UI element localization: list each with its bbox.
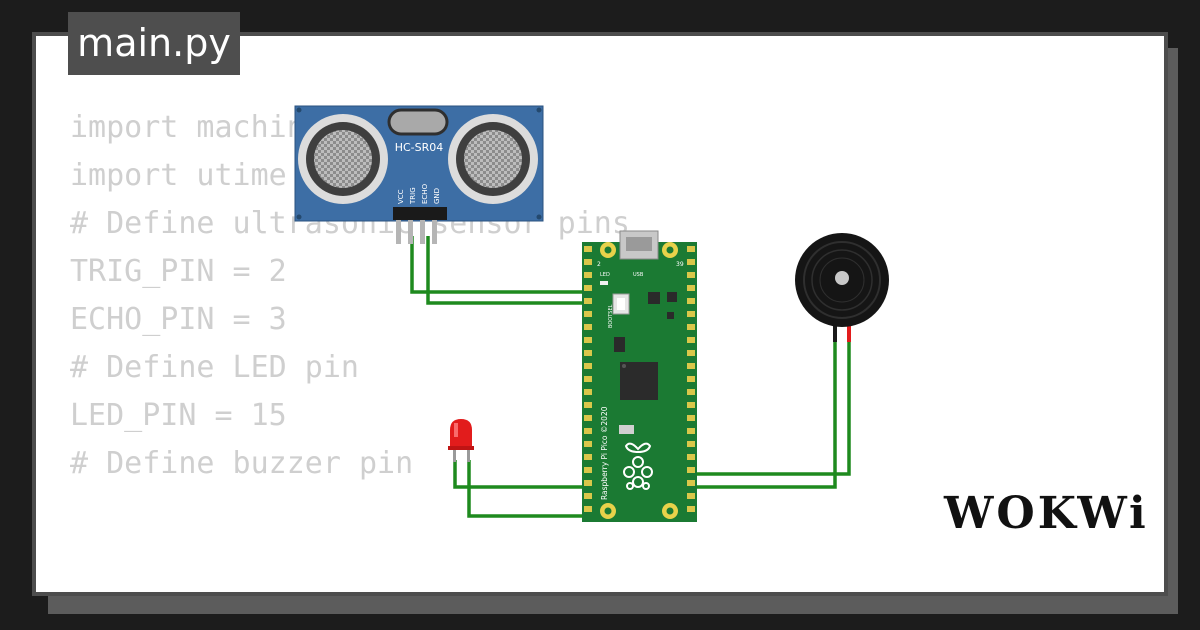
red-led[interactable] <box>448 419 474 462</box>
code-line: LED_PIN = 15 <box>70 398 287 433</box>
wokwi-logo: WOKWi <box>944 488 1149 539</box>
wire-buzzer-2 <box>686 338 837 489</box>
bootsel-label: BOOTSEL <box>608 304 614 328</box>
led-label: LED <box>600 272 610 278</box>
ultrasonic-sensor[interactable]: HC-SR04 VCC TRIG ECHO GND <box>294 105 544 244</box>
buzzer[interactable] <box>795 233 889 342</box>
wire-trig <box>410 236 588 294</box>
wire-led-cathode <box>467 460 588 518</box>
usb-label: USB <box>633 272 644 278</box>
pin-pads-right <box>687 246 695 512</box>
wire-led-anode <box>453 460 588 489</box>
pin-label-vcc: VCC <box>397 189 405 204</box>
wire-echo <box>426 236 588 305</box>
onboard-led-icon <box>600 281 608 285</box>
pin-pads-left <box>584 246 592 512</box>
file-tab[interactable]: main.py <box>68 12 240 75</box>
board-silk-name: Raspberry Pi Pico ©2020 <box>600 406 609 500</box>
code-line: # Define LED pin <box>70 350 359 385</box>
sensor-label: HC-SR04 <box>395 141 444 154</box>
crystal-icon <box>387 108 449 136</box>
pin-label-gnd: GND <box>433 188 441 204</box>
rp2040-chip-icon <box>620 362 658 400</box>
pin-label-trig: TRIG <box>409 187 417 205</box>
pico-board[interactable]: 2 39 LED USB BOOTSEL Raspberry Pi Pico ©… <box>582 230 697 522</box>
led-body-icon <box>450 419 472 449</box>
wire-buzzer-1 <box>686 338 851 476</box>
pin-label-echo: ECHO <box>421 183 429 204</box>
raspberry-logo-icon <box>623 442 653 490</box>
code-line: ECHO_PIN = 3 <box>70 302 287 337</box>
code-line: import utime <box>70 158 287 193</box>
code-line: # Define buzzer pin <box>70 446 414 481</box>
sensor-header <box>393 207 447 244</box>
pin-number-right: 39 <box>676 261 684 268</box>
code-line: TRIG_PIN = 2 <box>70 254 287 289</box>
wires <box>410 236 851 518</box>
pin-number-left: 2 <box>597 261 601 268</box>
